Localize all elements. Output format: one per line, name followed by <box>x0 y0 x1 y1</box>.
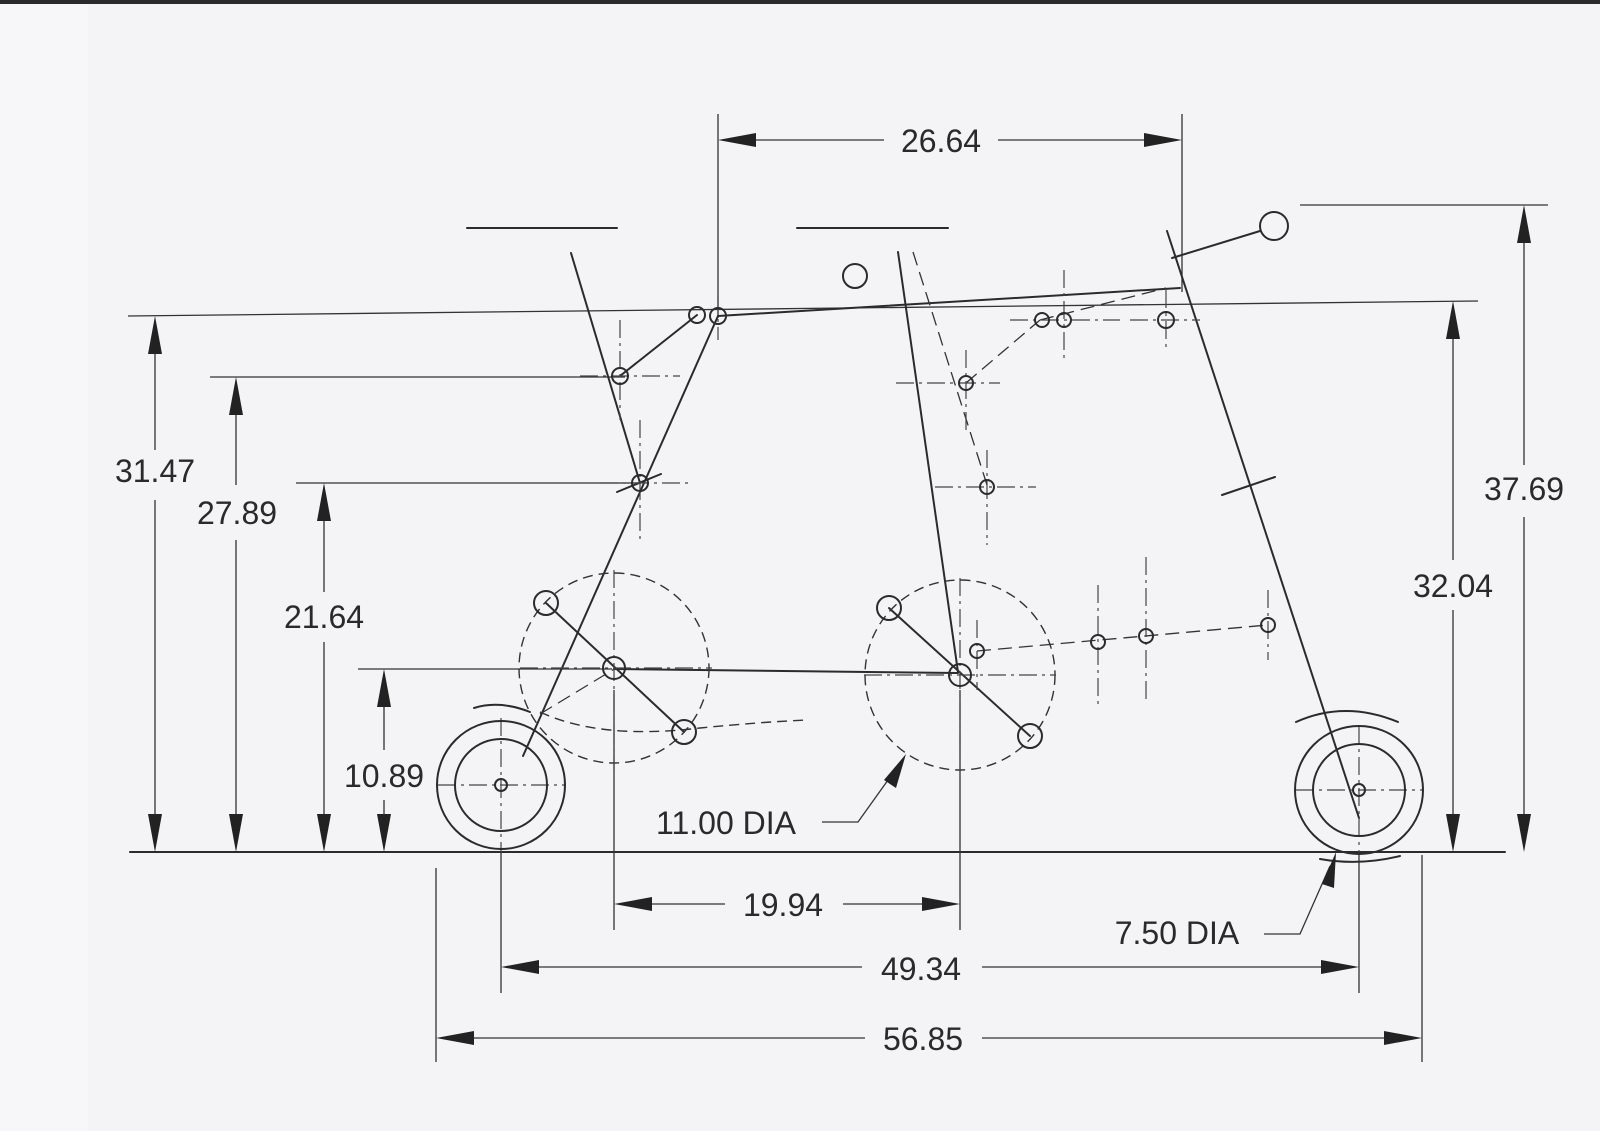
dim-left-second-height: 27.89 <box>197 495 277 531</box>
dim-top-width: 26.64 <box>901 123 981 159</box>
horizontal-extension-lines <box>127 204 1548 670</box>
scan-top-edge <box>0 0 1600 4</box>
callout-wheel-dia: 7.50 DIA <box>1115 915 1240 951</box>
leader-lines <box>822 754 1336 935</box>
rear-wheel <box>1294 710 1424 863</box>
vertical-extension-lines <box>435 114 1423 1062</box>
dim-crank-spacing: 19.94 <box>743 887 823 923</box>
dim-wheelbase: 49.34 <box>881 951 961 987</box>
dimension-labels: 26.64 31.47 27.89 21.64 10.89 37.69 32.0… <box>115 123 1564 1057</box>
pivot-pins <box>533 211 1289 749</box>
dimension-lines <box>148 133 1531 1045</box>
dim-left-third-height: 21.64 <box>284 599 364 635</box>
dim-right-overall-height: 37.69 <box>1484 471 1564 507</box>
dim-crank-height: 10.89 <box>344 758 424 794</box>
dim-right-frame-height: 32.04 <box>1413 568 1493 604</box>
scan-margin <box>0 0 88 1131</box>
front-wheel <box>436 703 566 850</box>
dim-overall-length: 56.85 <box>883 1021 963 1057</box>
frame-members <box>522 230 1360 819</box>
callout-sprocket-dia: 11.00 DIA <box>656 805 797 841</box>
dim-left-overall-height: 31.47 <box>115 453 195 489</box>
